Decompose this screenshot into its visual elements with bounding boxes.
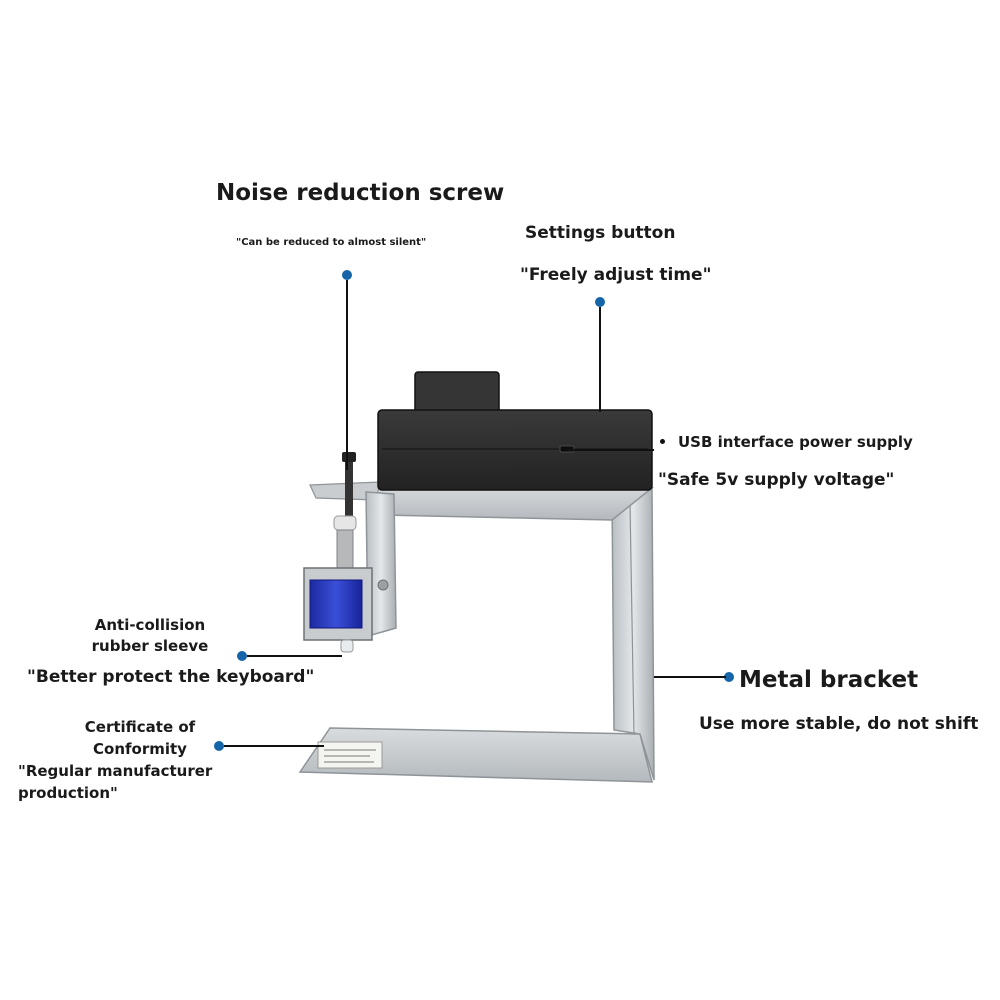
usb-subtitle: "Safe 5v supply voltage" — [658, 470, 895, 490]
noise-screw-title: Noise reduction screw — [216, 180, 505, 206]
certificate-caption: "Regular manufacturer production" — [18, 760, 212, 804]
rubber-sleeve-subtitle: "Better protect the keyboard" — [27, 667, 315, 687]
settings-button-marker — [595, 297, 605, 307]
metal-bracket-title: Metal bracket — [739, 667, 919, 693]
settings-button-leader — [599, 307, 601, 412]
certificate-title: Certificate of Conformity — [60, 716, 220, 760]
settings-button-title: Settings button — [525, 223, 676, 243]
noise-screw-marker — [342, 270, 352, 280]
usb-bullet — [660, 439, 665, 444]
metal-bracket-marker — [724, 672, 734, 682]
usb-leader — [568, 449, 654, 451]
certificate-line3: "Regular manufacturer — [18, 762, 213, 780]
metal-bracket-subtitle: Use more stable, do not shift — [699, 714, 979, 734]
bracket-right-side — [611, 487, 655, 781]
noise-screw-leader — [346, 280, 348, 470]
rubber-sleeve-leader — [247, 655, 342, 657]
certificate-leader — [224, 745, 324, 747]
control-box — [377, 371, 653, 491]
certificate-line4: production" — [18, 784, 118, 802]
bracket-base-plate — [298, 727, 653, 783]
rubber-sleeve-title-line1: Anti-collision — [94, 616, 206, 634]
noise-screw-subtitle: "Can be reduced to almost silent" — [236, 237, 427, 248]
usb-title: USB interface power supply — [678, 433, 913, 451]
settings-button-subtitle: "Freely adjust time" — [520, 265, 712, 285]
rubber-sleeve-title-line2: rubber sleeve — [91, 637, 209, 655]
rubber-sleeve-marker — [237, 651, 247, 661]
metal-bracket-leader — [654, 676, 726, 678]
bracket-left-side — [365, 491, 397, 637]
certificate-line1: Certificate of — [84, 718, 196, 736]
certificate-line2: Conformity — [93, 740, 187, 758]
noise-screw — [342, 452, 356, 516]
solenoid — [303, 515, 373, 653]
certificate-marker — [214, 741, 224, 751]
rubber-sleeve-title: Anti-collision rubber sleeve — [80, 615, 220, 657]
